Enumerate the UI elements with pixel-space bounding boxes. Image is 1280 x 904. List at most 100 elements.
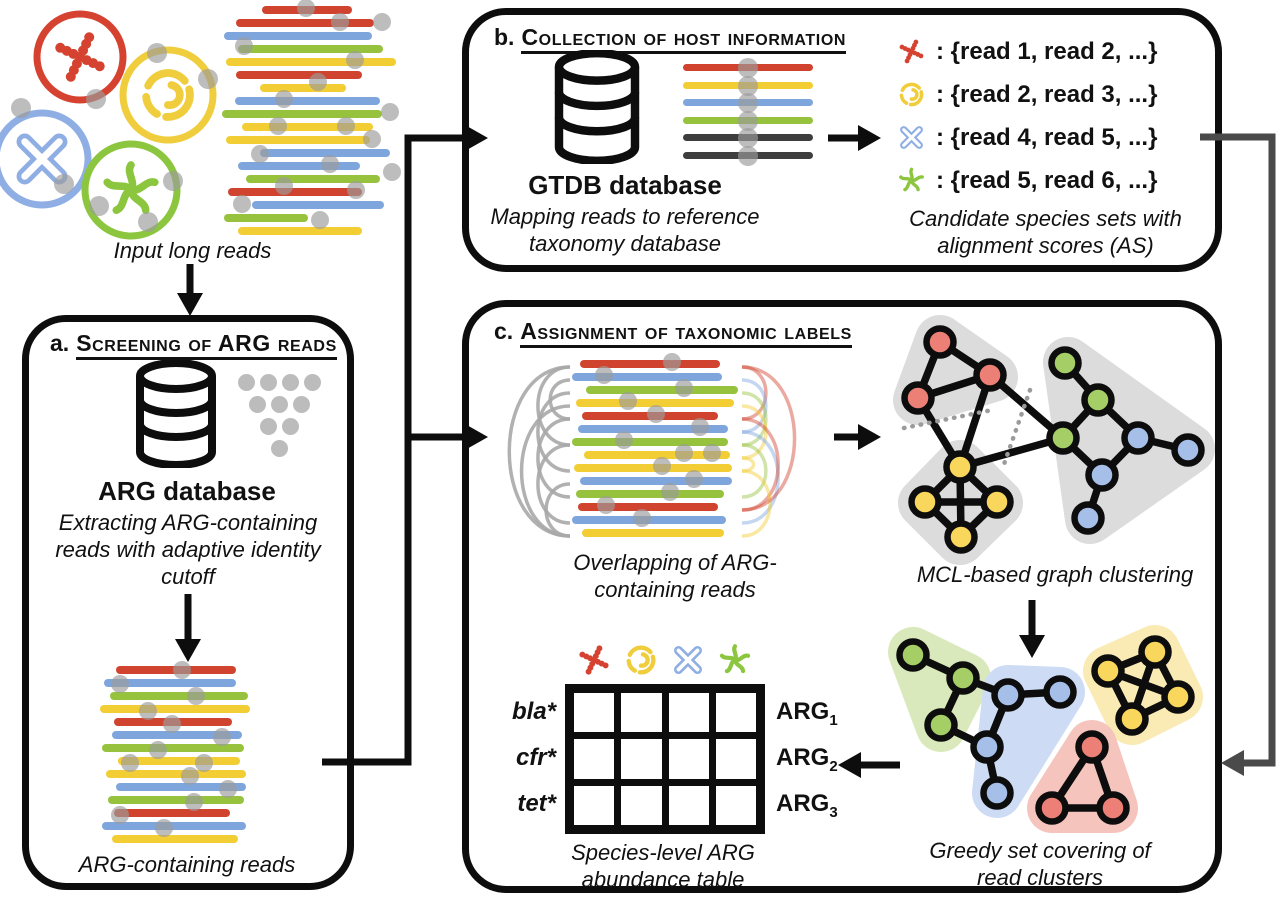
- read-bar: [238, 227, 362, 235]
- table-cell: [621, 739, 662, 779]
- read-set-text: : {read 4, read 5, ...}: [936, 123, 1158, 151]
- coverage-dot: [321, 155, 339, 173]
- coverage-dot: [181, 767, 199, 785]
- coverage-dot: [337, 117, 355, 135]
- coverage-dot: [219, 780, 237, 798]
- arg-read-stack: [100, 661, 285, 854]
- read-bar: [576, 399, 734, 407]
- coverage-dot: [251, 145, 269, 163]
- overlapping-reads-caption: Overlapping of ARG-containing reads: [573, 550, 777, 602]
- green-microbe-icon: [896, 165, 927, 196]
- read-set-row: : {read 5, read 6, ...}: [896, 165, 1157, 196]
- database-icon: [543, 48, 651, 166]
- panel-c-letter: c.: [494, 318, 514, 344]
- gene-label-tet: tet*: [517, 790, 556, 817]
- coverage-dot: [675, 444, 693, 462]
- read-bar: [112, 731, 242, 739]
- arg-label-base: ARG: [776, 744, 830, 771]
- read-set-text: : {read 2, read 3, ...}: [936, 80, 1158, 108]
- coverage-dot: [595, 366, 613, 384]
- identity-dot: [304, 374, 321, 391]
- read-bar: [106, 770, 246, 778]
- coverage-dot: [111, 675, 129, 693]
- blue-microbe-icon: [896, 122, 927, 153]
- read-bar: [582, 529, 724, 537]
- coverage-dot: [235, 37, 253, 55]
- coverage-dot: [149, 741, 167, 759]
- identity-dot: [282, 418, 299, 435]
- coverage-dot: [233, 195, 251, 213]
- yellow-microbe-icon: [896, 79, 927, 110]
- arg-label-sub: 2: [829, 757, 838, 775]
- read-bar: [110, 692, 248, 700]
- arg-label-2: ARG2: [776, 744, 838, 775]
- read-bar: [224, 214, 308, 222]
- overlap-read-stack: [572, 353, 757, 548]
- coverage-dot: [269, 117, 287, 135]
- arg-containing-reads-caption: ARG-containing reads: [78, 852, 296, 877]
- coverage-dot: [347, 181, 365, 199]
- read-bar: [116, 783, 246, 791]
- table-cell: [574, 693, 615, 733]
- panel-a-heading: a.Screening of ARG reads: [50, 330, 337, 360]
- table-cell: [715, 785, 756, 825]
- abundance-table-caption: Species-level ARG abundance table: [571, 840, 755, 892]
- read-bar: [242, 123, 373, 131]
- coverage-dot: [346, 51, 364, 69]
- alignment-dot: [738, 93, 758, 113]
- coverage-dot: [597, 496, 615, 514]
- alignment-dot: [738, 75, 758, 96]
- input-long-reads-caption: Input long reads: [113, 238, 272, 263]
- coverage-dot: [653, 457, 671, 475]
- read-bar: [114, 809, 230, 817]
- greedy-covering-caption: Greedy set covering of read clusters: [929, 838, 1151, 890]
- identity-dot: [260, 418, 277, 435]
- coverage-dot: [373, 13, 391, 31]
- read-bar: [235, 97, 380, 105]
- table-cell: [574, 739, 615, 779]
- coverage-dot: [619, 392, 637, 410]
- read-bar: [226, 58, 396, 66]
- mapping-reads-caption: Mapping reads to reference taxonomy data…: [490, 204, 760, 256]
- identity-dot: [260, 374, 277, 391]
- table-cell: [715, 693, 756, 733]
- read-bar: [224, 32, 372, 40]
- alignment-dot: [738, 110, 758, 131]
- read-bar: [578, 503, 718, 511]
- identity-dots-pattern: [238, 374, 348, 474]
- read-bar: [584, 451, 730, 459]
- read-bar: [100, 705, 250, 713]
- read-bar: [238, 162, 360, 170]
- read-set-row: : {read 4, read 5, ...}: [896, 122, 1157, 153]
- coverage-dot: [383, 163, 401, 181]
- gene-label-bla: bla*: [511, 698, 556, 725]
- alignment-dot: [738, 128, 758, 148]
- coverage-dot: [173, 661, 191, 679]
- red-microbe-icon: [896, 36, 927, 67]
- read-bar: [228, 188, 362, 196]
- panel-b-letter: b.: [494, 24, 515, 50]
- coverage-dot: [163, 715, 181, 733]
- panel-c-heading: c.Assignment of taxonomic labels: [494, 318, 852, 348]
- coverage-dot: [663, 353, 681, 371]
- read-bar: [102, 744, 244, 752]
- panel-c-title: Assignment of taxonomic labels: [520, 318, 852, 348]
- read-bar: [118, 757, 240, 765]
- read-set-row: : {read 2, read 3, ...}: [896, 79, 1157, 110]
- coverage-dot: [703, 444, 721, 462]
- mcl-clustering-caption: MCL-based graph clustering: [916, 562, 1194, 587]
- panel-a-title: Screening of ARG reads: [76, 330, 337, 360]
- identity-dot: [238, 374, 255, 391]
- database-icon: [126, 359, 226, 469]
- coverage-dot: [647, 405, 665, 423]
- coverage-dot: [685, 470, 703, 488]
- arg-label-sub: 3: [829, 803, 838, 821]
- read-bar: [108, 796, 244, 804]
- arg-label-base: ARG: [776, 698, 830, 725]
- coverage-dot: [187, 687, 205, 705]
- reference-read-bars: [683, 58, 813, 169]
- identity-dot: [271, 440, 288, 457]
- coverage-dot: [195, 754, 213, 772]
- input-species-circles: [0, 10, 218, 240]
